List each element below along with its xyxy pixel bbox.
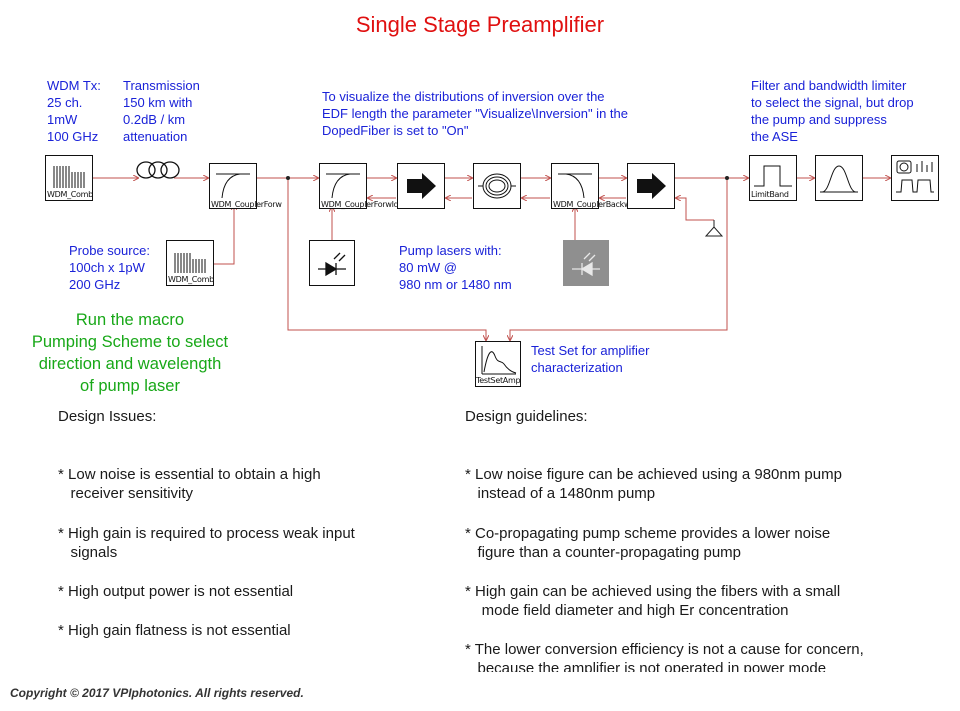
design-issue-item: * Low noise is essential to obtain a hig… <box>58 466 321 502</box>
wdm-transmitter-block[interactable]: WDM_Comb <box>45 155 93 201</box>
pump-laser-backward-block[interactable] <box>563 240 609 286</box>
design-guideline-item: * The lower conversion efficiency is not… <box>465 641 864 672</box>
doped-fiber-block[interactable] <box>473 163 521 209</box>
test-set-amplifier-block[interactable]: TestSetAmp <box>475 341 521 387</box>
design-guidelines-heading: Design guidelines: <box>465 408 588 425</box>
pump-laser-forward-block[interactable] <box>309 240 355 286</box>
page-title: Single Stage Preamplifier <box>355 12 605 37</box>
probe-annotation: Probe source:100ch x 1pW 200 GHz <box>69 243 150 292</box>
bandpass-icon <box>754 165 792 187</box>
visualize-annotation: To visualize the distributions of invers… <box>322 89 628 138</box>
component-label: WDM_Comb <box>47 190 93 199</box>
gain-curve-icon <box>481 346 517 375</box>
wdm-coupler-forward-block[interactable]: WDM_CouplerForw <box>209 163 282 209</box>
limit-band-block[interactable]: LimitBand <box>749 155 797 201</box>
component-label: WDM_CouplerBackwIdeal <box>553 200 649 209</box>
spectrum-comb-icon <box>53 166 85 188</box>
signal-analyzer-block[interactable] <box>891 155 939 201</box>
component-label: WDM_CouplerForw <box>211 200 282 209</box>
component-label: WDM_Comb <box>168 275 214 284</box>
optical-filter-block[interactable] <box>815 155 863 201</box>
design-guideline-item: * Co-propagating pump scheme provides a … <box>465 525 831 561</box>
arrow-right-icon <box>637 173 666 199</box>
wdm-coupler-forward-ideal-block[interactable]: WDM_CouplerForwIdeal <box>319 163 410 209</box>
laser-diode-icon <box>572 252 600 277</box>
component-label: TestSetAmp <box>476 376 521 385</box>
arrow-right-icon <box>407 173 436 199</box>
coupler-icon <box>216 173 250 199</box>
filter-shape-icon <box>820 165 858 193</box>
isolator-block[interactable] <box>627 163 675 209</box>
analyzer-icon <box>896 160 934 193</box>
fiber-coil-icon <box>478 173 516 199</box>
copyright-text: Copyright © 2017 VPIphotonics. All right… <box>10 686 304 700</box>
design-guideline-item: * High gain can be achieved using the fi… <box>465 583 841 619</box>
isolator-block[interactable] <box>397 163 445 209</box>
guideline-clip: * The lower conversion efficiency is not… <box>465 640 945 672</box>
probe-source-block[interactable]: WDM_Comb <box>166 240 214 286</box>
design-guideline-item: * Low noise figure can be achieved using… <box>465 466 842 502</box>
pump-annotation: Pump lasers with:80 mW @ 980 nm or 1480 … <box>399 243 512 292</box>
coupler-icon <box>326 173 360 199</box>
design-issue-item: * High gain is required to process weak … <box>58 525 355 561</box>
design-issue-item: * High output power is not essential <box>58 583 294 600</box>
spectrum-comb-icon <box>174 253 206 273</box>
component-label: WDM_CouplerForwIdeal <box>321 200 410 209</box>
laser-diode-icon <box>318 252 346 277</box>
coupler-icon <box>558 173 592 199</box>
design-issue-item: * High gain flatness is not essential <box>58 622 291 639</box>
wdm-coupler-backward-ideal-block[interactable]: WDM_CouplerBackwIdeal <box>551 163 648 209</box>
fiber-span-icon <box>136 161 180 179</box>
component-label: LimitBand <box>751 190 789 199</box>
design-issues-heading: Design Issues: <box>58 408 157 425</box>
